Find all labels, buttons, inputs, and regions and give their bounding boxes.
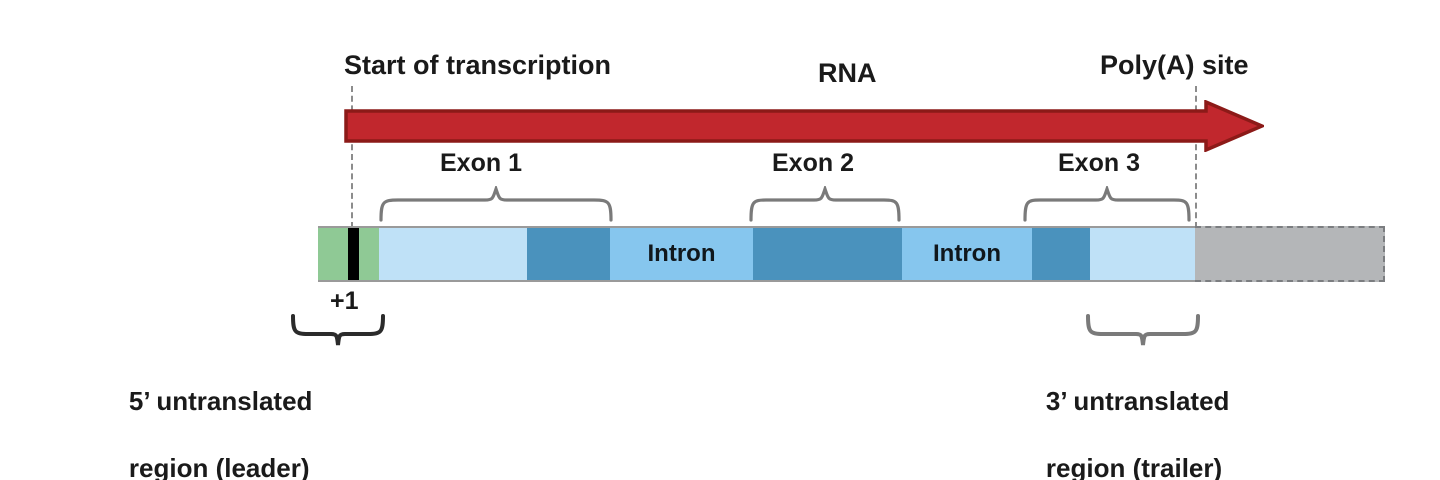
start-of-transcription-guide-line <box>351 86 353 228</box>
plus-one-label: +1 <box>330 287 359 315</box>
utr5-brace <box>291 314 385 346</box>
segment-exon-3 <box>1032 228 1090 280</box>
utr3-brace <box>1086 314 1200 346</box>
segment-exon-1 <box>527 228 610 280</box>
segment-exon-2 <box>753 228 902 280</box>
polya-site-guide-line <box>1195 86 1197 228</box>
utr3-label-line2: region (trailer) <box>1045 452 1223 480</box>
segment-start-tick <box>348 228 359 280</box>
segment-intron-2: Intron <box>902 228 1032 280</box>
segment-utr-3 <box>1090 228 1195 280</box>
exon2-label: Exon 2 <box>772 149 854 177</box>
intron-1-label: Intron <box>647 240 716 267</box>
exon2-brace <box>749 186 901 222</box>
segment-downstream-dna <box>1195 226 1385 282</box>
exon1-brace <box>379 186 613 222</box>
segment-promoter-2 <box>359 228 379 280</box>
utr5-label-line1: 5’ untranslated <box>128 386 313 417</box>
rna-transcript-arrow <box>344 100 1264 152</box>
utr3-label: 3’ untranslated region (trailer) <box>1017 352 1230 480</box>
utr5-label: 5’ untranslated region (leader) <box>100 352 313 480</box>
exon1-label: Exon 1 <box>440 149 522 177</box>
segment-intron-1: Intron <box>610 228 753 280</box>
segment-promoter <box>318 228 348 280</box>
polya-site-label: Poly(A) site <box>1100 50 1249 80</box>
utr3-label-line1: 3’ untranslated <box>1045 386 1230 417</box>
exon3-brace <box>1023 186 1191 222</box>
start-of-transcription-label: Start of transcription <box>344 50 612 80</box>
intron-2-label: Intron <box>933 240 1001 267</box>
exon3-label: Exon 3 <box>1058 149 1140 177</box>
segment-utr-5 <box>379 228 527 280</box>
gene-bar: Intron Intron <box>318 226 1385 282</box>
utr5-label-line2: region (leader) <box>128 452 310 480</box>
rna-label: RNA <box>818 58 877 88</box>
